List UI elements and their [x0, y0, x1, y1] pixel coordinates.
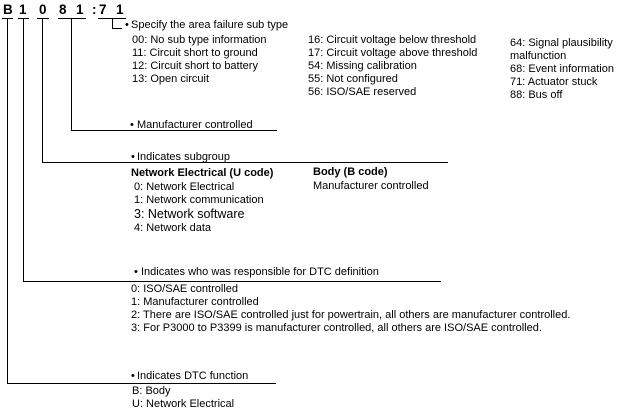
responsible-list: 0: ISO/SAE controlled 1: Manufacturer co…	[131, 283, 570, 335]
function-heading: Indicates DTC function	[137, 370, 249, 382]
connector-function-vertical	[7, 18, 8, 383]
u-code-item: 1: Network communication	[134, 194, 264, 206]
connector-manufacturer-vertical	[71, 18, 72, 130]
subtype-column-1: 00: No sub type information 11: Circuit …	[132, 34, 267, 86]
connector-manufacturer-horizontal	[71, 130, 277, 131]
u-code-item: 4: Network data	[134, 222, 212, 234]
code-char-function: B	[3, 2, 13, 17]
subtype-bullet: •	[125, 19, 129, 31]
u-code-item: 0: Network Electrical	[134, 181, 235, 193]
u-code-list: 0: Network Electrical 1: Network communi…	[134, 181, 264, 235]
subtype-item: 17: Circuit voltage above threshold	[308, 47, 478, 59]
subtype-item: 64: Signal plausibility	[510, 37, 613, 49]
subtype-item: 16: Circuit voltage below threshold	[308, 34, 477, 46]
subtype-item: 56: ISO/SAE reserved	[308, 86, 417, 98]
connector-function-horizontal	[7, 383, 276, 384]
manufacturer-bullet: •	[130, 119, 134, 131]
subtype-column-3: 64: Signal plausibility malfunction 68: …	[510, 37, 614, 102]
function-item: U: Network Electrical	[132, 398, 235, 410]
responsible-item: 0: ISO/SAE controlled	[131, 283, 238, 295]
responsible-bullet: •	[134, 266, 138, 278]
underline-manufacturer	[58, 18, 86, 19]
function-bullet: •	[131, 370, 135, 382]
code-char-subtype-1: 7	[99, 2, 107, 17]
subgroup-heading: Indicates subgroup	[137, 151, 230, 163]
manufacturer-heading: Manufacturer controlled	[137, 119, 253, 131]
responsible-item: 2: There are ISO/SAE controlled just for…	[131, 309, 571, 321]
u-code-item: 3: Network software	[134, 207, 245, 221]
function-item: B: Body	[132, 385, 171, 397]
subtype-item: 12: Circuit short to battery	[132, 60, 258, 72]
subgroup-bullet: •	[131, 151, 135, 163]
subtype-column-2: 16: Circuit voltage below threshold 17: …	[308, 34, 477, 99]
subtype-item: 68: Event information	[510, 63, 614, 75]
subtype-item: 54: Missing calibration	[308, 60, 417, 72]
subtype-item: 71: Actuator stuck	[510, 76, 598, 88]
underline-subgroup	[37, 18, 49, 19]
code-char-subgroup: 0	[39, 2, 47, 17]
code-char-responsible: 1	[19, 2, 27, 17]
responsible-item: 1: Manufacturer controlled	[131, 296, 259, 308]
connector-responsible-vertical	[23, 18, 24, 281]
subtype-item: 55: Not configured	[308, 73, 398, 85]
code-char-subtype-2: 1	[116, 2, 124, 17]
subtype-item: malfunction	[510, 50, 567, 62]
code-char-separator: :	[92, 2, 97, 17]
subtype-item: 13: Open circuit	[132, 73, 210, 85]
code-char-manufacturer-2: 1	[76, 2, 84, 17]
function-list: B: Body U: Network Electrical	[132, 385, 234, 411]
connector-subgroup-horizontal	[42, 162, 448, 163]
connector-responsible-horizontal	[23, 281, 441, 282]
b-code-title: Body (B code)	[313, 166, 388, 178]
connector-subgroup-vertical	[42, 18, 43, 162]
subtype-heading: Specify the area failure sub type	[131, 19, 289, 31]
subtype-item: 00: No sub type information	[132, 34, 267, 46]
connector-subtype-horizontal	[112, 28, 122, 29]
responsible-heading: Indicates who was responsible for DTC de…	[141, 266, 379, 278]
responsible-item: 3: For P3000 to P3399 is manufacturer co…	[131, 322, 542, 334]
code-char-manufacturer-1: 8	[59, 2, 67, 17]
subtype-item: 88: Bus off	[510, 89, 563, 101]
u-code-title: Network Electrical (U code)	[131, 167, 274, 179]
subtype-item: 11: Circuit short to ground	[132, 47, 258, 59]
connector-subtype-vertical	[112, 18, 113, 28]
b-code-item: Manufacturer controlled	[313, 180, 429, 192]
